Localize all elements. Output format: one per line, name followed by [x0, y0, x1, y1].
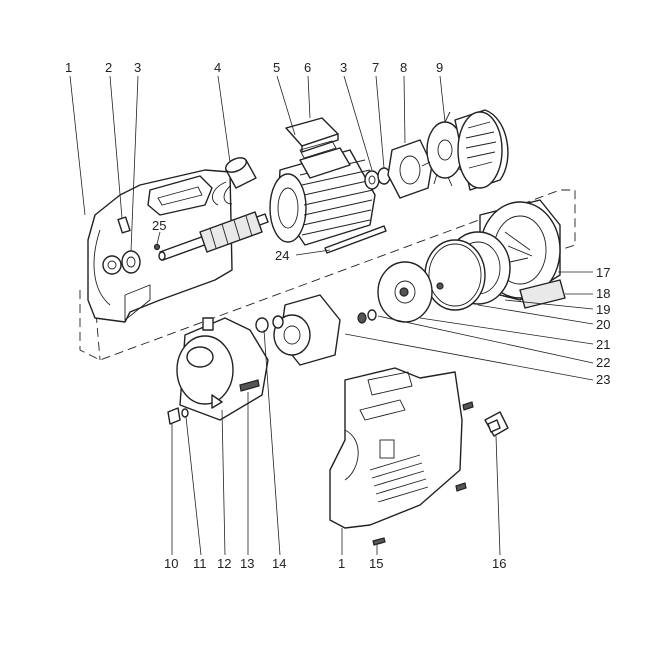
callout-9: 9	[436, 60, 443, 75]
callout-5: 5	[273, 60, 280, 75]
part-screws-15	[372, 401, 474, 546]
callout-25: 25	[152, 218, 166, 233]
callout-15: 15	[369, 556, 383, 571]
part-fan-cover	[454, 109, 509, 191]
callout-1-bottom: 1	[338, 556, 345, 571]
part-rotor-shaft	[158, 211, 269, 261]
callout-8: 8	[400, 60, 407, 75]
part-bearing-right	[364, 170, 380, 190]
part-nut	[357, 312, 367, 324]
callout-22: 22	[596, 355, 610, 370]
part-impeller	[377, 261, 433, 323]
part-clip	[117, 216, 131, 234]
callout-23: 23	[596, 372, 610, 387]
part-tie-rod	[324, 225, 387, 254]
callout-3-right: 3	[340, 60, 347, 75]
callout-11: 11	[193, 556, 207, 571]
part-screw-25	[153, 243, 161, 251]
callout-3-left: 3	[134, 60, 141, 75]
part-bearing-left	[121, 250, 141, 274]
callout-2: 2	[105, 60, 112, 75]
part-seal-carrier	[255, 294, 341, 366]
callout-6: 6	[304, 60, 311, 75]
part-shaft-seal	[367, 309, 377, 321]
part-drain-plug	[167, 407, 181, 425]
part-motor-stator	[269, 147, 376, 246]
callout-18: 18	[596, 286, 610, 301]
callout-12: 12	[217, 556, 231, 571]
callout-1-top: 1	[65, 60, 72, 75]
callout-10: 10	[164, 556, 178, 571]
part-capacitor	[212, 157, 257, 206]
callout-21: 21	[596, 337, 610, 352]
callout-14: 14	[272, 556, 286, 571]
callout-4: 4	[214, 60, 221, 75]
callout-13: 13	[240, 556, 254, 571]
part-o-ring-20	[424, 239, 486, 311]
part-washer-11	[181, 408, 189, 418]
callout-16: 16	[492, 556, 506, 571]
part-switch	[484, 411, 509, 437]
callout-20: 20	[596, 317, 610, 332]
callout-19: 19	[596, 302, 610, 317]
callout-24: 24	[275, 248, 289, 263]
assembly-axis-lines	[79, 189, 576, 361]
part-terminal-cover	[285, 117, 339, 153]
leader-lines	[69, 75, 594, 556]
part-end-shield	[387, 139, 433, 199]
part-pump-body	[176, 317, 269, 421]
callout-17: 17	[596, 265, 610, 280]
part-housing-upper	[87, 169, 233, 323]
part-housing-lower	[329, 367, 463, 529]
part-gasket-5	[299, 140, 337, 159]
callout-labels: 1 2 3 4 5 6 3 7 8 9 25 24 17 18 19 20 21…	[65, 60, 610, 571]
callout-7: 7	[372, 60, 379, 75]
